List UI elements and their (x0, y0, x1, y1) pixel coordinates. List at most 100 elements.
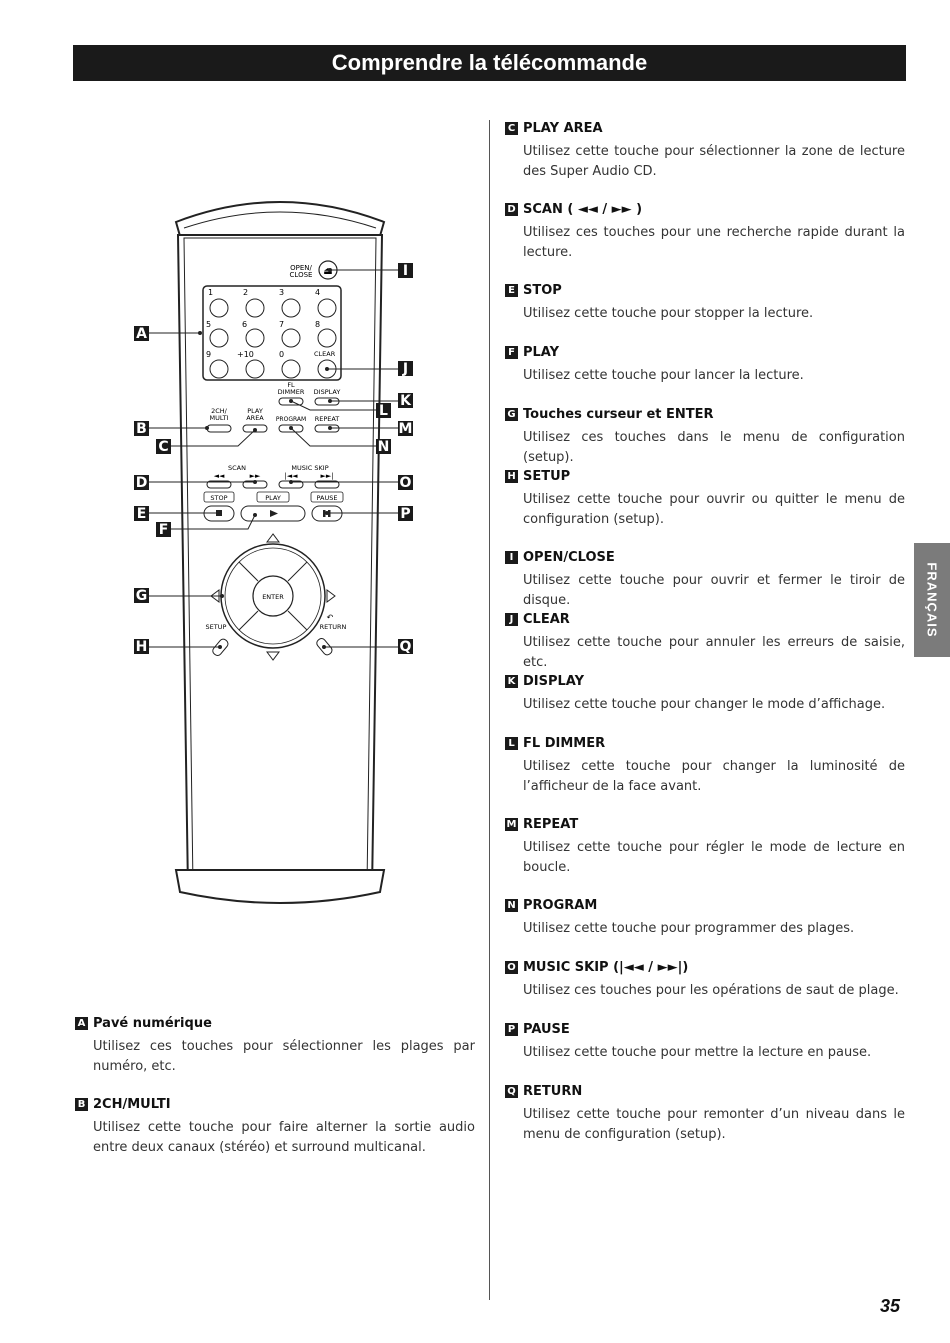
key-9-button[interactable] (209, 359, 229, 379)
callout-l: L (379, 403, 388, 419)
return-label: RETURN (320, 623, 347, 631)
key-2-button[interactable] (245, 298, 265, 318)
entry-e-text: Utilisez cette touche pour stopper la le… (523, 306, 814, 321)
entry-k-heading: DISPLAY (523, 674, 585, 689)
key-4-button[interactable] (317, 298, 337, 318)
pause-icon (323, 510, 326, 517)
language-tab-label: FRANÇAIS (924, 562, 940, 638)
play-label: PLAY (265, 494, 281, 502)
entry-b-text: Utilisez cette touche pour faire alterne… (93, 1120, 475, 1155)
enter-label: ENTER (262, 593, 284, 601)
key-label-plus10: +10 (237, 350, 254, 359)
key-6-button[interactable] (245, 328, 265, 348)
entry-m-heading: REPEAT (523, 817, 579, 832)
program-label: PROGRAM (276, 416, 306, 423)
ch-multi-label: 2CH/ (211, 407, 228, 415)
key-7-button[interactable] (281, 328, 301, 348)
key-1-button[interactable] (209, 298, 229, 318)
repeat-label: REPEAT (315, 415, 340, 423)
callout-b: B (136, 421, 147, 437)
entry-h-letter: H (505, 470, 518, 483)
callout-f: F (159, 522, 169, 538)
callout-k: K (400, 393, 412, 409)
entry-p-heading: PAUSE (523, 1022, 570, 1037)
entry-q-heading: RETURN (523, 1084, 583, 1099)
entry-h-text: Utilisez cette touche pour ouvrir ou qui… (523, 492, 905, 527)
open-close-label: OPEN/ (290, 264, 312, 272)
entry-i-text: Utilisez cette touche pour ouvrir et fer… (523, 573, 905, 608)
entry-c-heading: PLAY AREA (523, 121, 603, 136)
entry-f-text: Utilisez cette touche pour lancer la lec… (523, 368, 804, 383)
ch-multi-button[interactable] (206, 424, 232, 433)
eject-icon: ⏏ (323, 266, 332, 277)
callout-c: C (158, 439, 168, 455)
entry-g-text: Utilisez ces touches dans le menu de con… (523, 430, 905, 465)
callout-d: D (136, 475, 148, 491)
skip-forward-icon: ►►| (320, 472, 333, 480)
key-3-button[interactable] (281, 298, 301, 318)
remote-illustration: OPEN/ CLOSE ⏏ 1 2 3 4 5 6 7 8 9 +10 0 CL… (130, 190, 430, 910)
entry-k-text: Utilisez cette touche pour changer le mo… (523, 697, 886, 712)
remote-drawing: OPEN/ CLOSE ⏏ 1 2 3 4 5 6 7 8 9 +10 0 CL… (134, 201, 413, 904)
stop-tag (203, 491, 235, 503)
key-label-3: 3 (279, 288, 284, 297)
entry-o-letter: O (505, 961, 518, 974)
open-close-label-2: CLOSE (290, 271, 313, 279)
callout-p: P (400, 506, 410, 522)
entry-j-heading: CLEAR (523, 612, 570, 627)
entry-p-text: Utilisez cette touche pour mettre la lec… (523, 1045, 872, 1060)
entry-k: K DISPLAY Utilisez cette touche pour chan… (505, 673, 905, 715)
entry-a-text: Utilisez ces touches pour sélectionner l… (93, 1039, 475, 1074)
fl-dimmer-label-2: DIMMER (278, 388, 305, 396)
setup-label: SETUP (206, 623, 227, 631)
right-arrow-icon (326, 589, 336, 603)
play-area-label: PLAY (247, 407, 263, 415)
key-plus10-button[interactable] (245, 359, 265, 379)
key-label-0: 0 (279, 350, 284, 359)
callout-q: Q (400, 639, 412, 655)
skip-forward-button[interactable] (314, 480, 340, 489)
entry-d-letter: D (505, 203, 518, 216)
entry-g-letter: G (505, 408, 518, 421)
callout-j: J (402, 361, 408, 377)
entry-f-heading: PLAY (523, 345, 560, 360)
entry-f-letter: F (505, 346, 518, 359)
key-8-button[interactable] (317, 328, 337, 348)
entry-l-letter: L (505, 737, 518, 750)
entry-c-text: Utilisez cette touche pour sélectionner … (523, 144, 905, 179)
play-tag (256, 491, 290, 503)
key-5-button[interactable] (209, 328, 229, 348)
callout-h: H (136, 639, 148, 655)
entry-n-heading: PROGRAM (523, 898, 598, 913)
callout-m: M (399, 421, 413, 437)
keypad-frame (202, 285, 342, 381)
key-0-button[interactable] (281, 359, 301, 379)
key-label-4: 4 (315, 288, 320, 297)
stop-label: STOP (210, 494, 227, 502)
enter-button[interactable] (252, 575, 294, 617)
clear-label: CLEAR (314, 350, 336, 358)
entry-b-letter: B (75, 1098, 88, 1111)
ch-multi-label-2: MULTI (210, 414, 229, 422)
entry-i-heading: OPEN/CLOSE (523, 550, 615, 565)
entry-m-text: Utilisez cette touche pour régler le mod… (523, 840, 905, 875)
callout-e: E (137, 506, 147, 522)
scan-back-button[interactable] (206, 480, 232, 489)
display-label: DISPLAY (314, 388, 341, 396)
entry-n-letter: N (505, 899, 518, 912)
entry-q-letter: Q (505, 1085, 518, 1098)
entry-k-letter: K (505, 675, 518, 688)
entry-e-letter: E (505, 284, 518, 297)
remote-bottom-cap (174, 869, 386, 904)
